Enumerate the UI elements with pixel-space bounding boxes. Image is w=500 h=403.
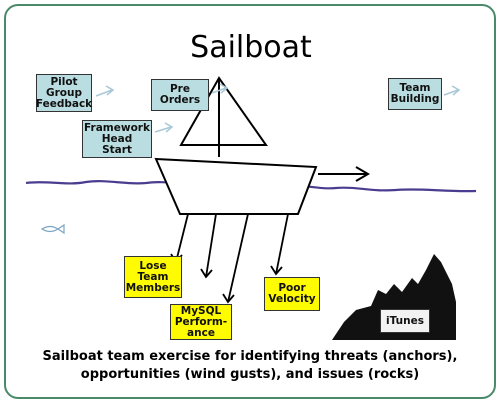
rock-note-itunes: iTunes <box>380 309 430 333</box>
wind-arrow-framework <box>154 126 172 133</box>
anchor-note-lose-team: Lose Team Members <box>124 256 182 298</box>
boat-hull <box>154 157 318 215</box>
wind-arrow-pilot <box>95 89 113 97</box>
fish-icon <box>40 223 65 235</box>
wind-note-pilot: Pilot Group Feedback <box>36 74 92 112</box>
wind-note-framework: Framework Head Start <box>82 120 152 158</box>
wind-note-teambuilding: Team Building <box>388 78 442 110</box>
caption-line-2: opportunities (wind gusts), and issues (… <box>80 367 420 382</box>
anchor-note-mysql: MySQL Perform- ance <box>170 304 232 340</box>
anchor-note-velocity: Poor Velocity <box>264 277 320 311</box>
wind-arrow-team <box>443 89 459 96</box>
wind-note-teambuilding-text: Team Building <box>390 82 440 105</box>
anchor-note-velocity-text: Poor Velocity <box>268 282 316 305</box>
rock-note-itunes-text: iTunes <box>386 314 424 327</box>
anchor-line-middle <box>205 213 217 278</box>
sailboat-diagram: Sailboat Pilot Group Feedback Pre Orders… <box>26 22 476 340</box>
wind-note-framework-text: Framework Head Start <box>84 121 150 156</box>
wind-note-pilot-text: Pilot Group Feedback <box>35 75 93 110</box>
sail <box>179 76 268 146</box>
anchor-line-velocity <box>275 213 289 275</box>
figure-caption: Sailboat team exercise for identifying t… <box>0 348 500 384</box>
anchor-note-lose-team-text: Lose Team Members <box>125 259 181 294</box>
wind-arrow-preorders <box>211 87 227 94</box>
caption-line-1: Sailboat team exercise for identifying t… <box>42 349 458 364</box>
anchor-note-mysql-text: MySQL Perform- ance <box>174 304 228 339</box>
wind-note-preorders-text: Pre Orders <box>159 83 201 106</box>
diagram-drawing <box>26 76 476 340</box>
diagram-title: Sailboat <box>190 30 312 65</box>
anchor-line-lose <box>175 213 189 263</box>
wind-note-preorders: Pre Orders <box>151 79 209 111</box>
anchor-line-mysql <box>227 213 249 303</box>
